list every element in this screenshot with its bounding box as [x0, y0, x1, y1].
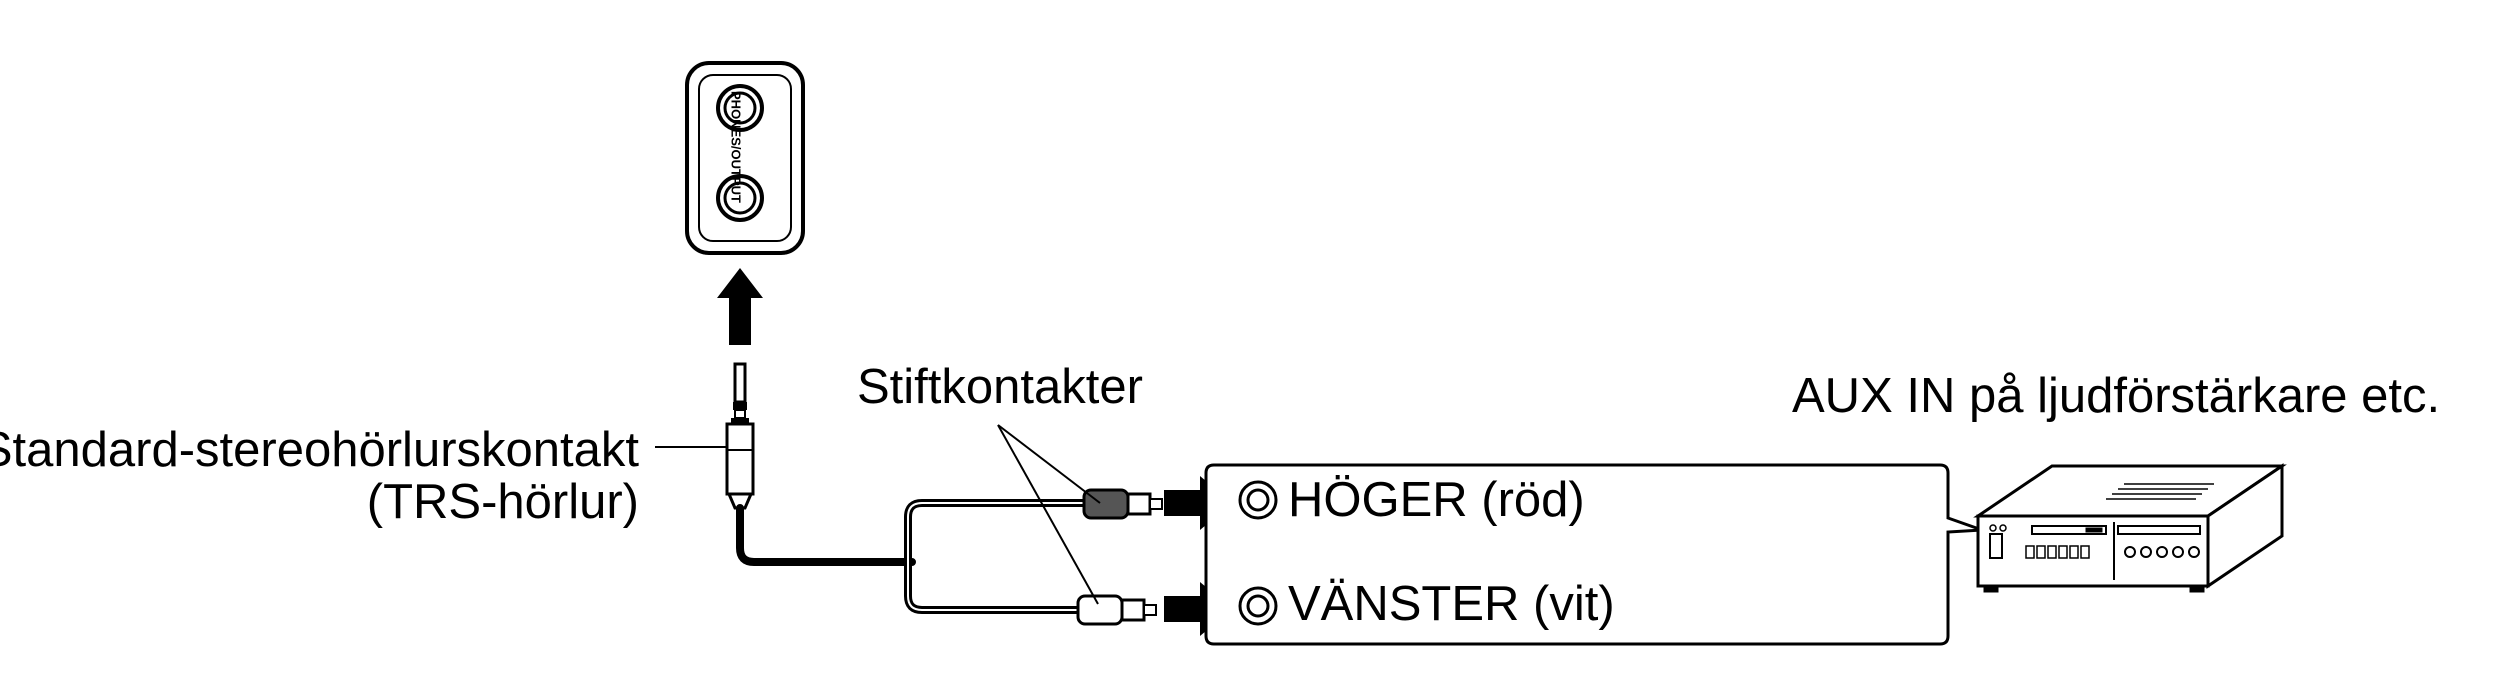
amplifier-icon: [1973, 463, 2287, 593]
jack-lower: [716, 174, 764, 222]
jack-upper: [716, 84, 764, 132]
pin-plug-left: [1076, 594, 1157, 626]
input-jack-left: [1238, 586, 1278, 626]
plug-name-label: Standard-stereohörlurskontakt: [0, 423, 639, 477]
right-channel-label: HÖGER (röd): [1288, 473, 1585, 527]
amp-input-panel: [1204, 463, 1983, 646]
input-jack-right: [1238, 480, 1278, 520]
pin-plugs-label: Stiftkontakter: [857, 360, 1143, 414]
pin-plug-leader-lines: [997, 424, 1101, 605]
output-panel: [685, 61, 805, 255]
plug-type-label: (TRS-hörlur): [366, 475, 639, 529]
cable: [736, 499, 1091, 614]
arrow-up-icon: [717, 268, 763, 345]
stereo-plug: [725, 362, 755, 510]
pin-plug-right: [1082, 488, 1163, 520]
amp-input-label: AUX IN på ljudförstärkare etc.: [1792, 369, 2441, 423]
panel-jack-label: PHONES/OUTPUT: [728, 91, 744, 203]
left-channel-label: VÄNSTER (vit): [1288, 577, 1615, 631]
